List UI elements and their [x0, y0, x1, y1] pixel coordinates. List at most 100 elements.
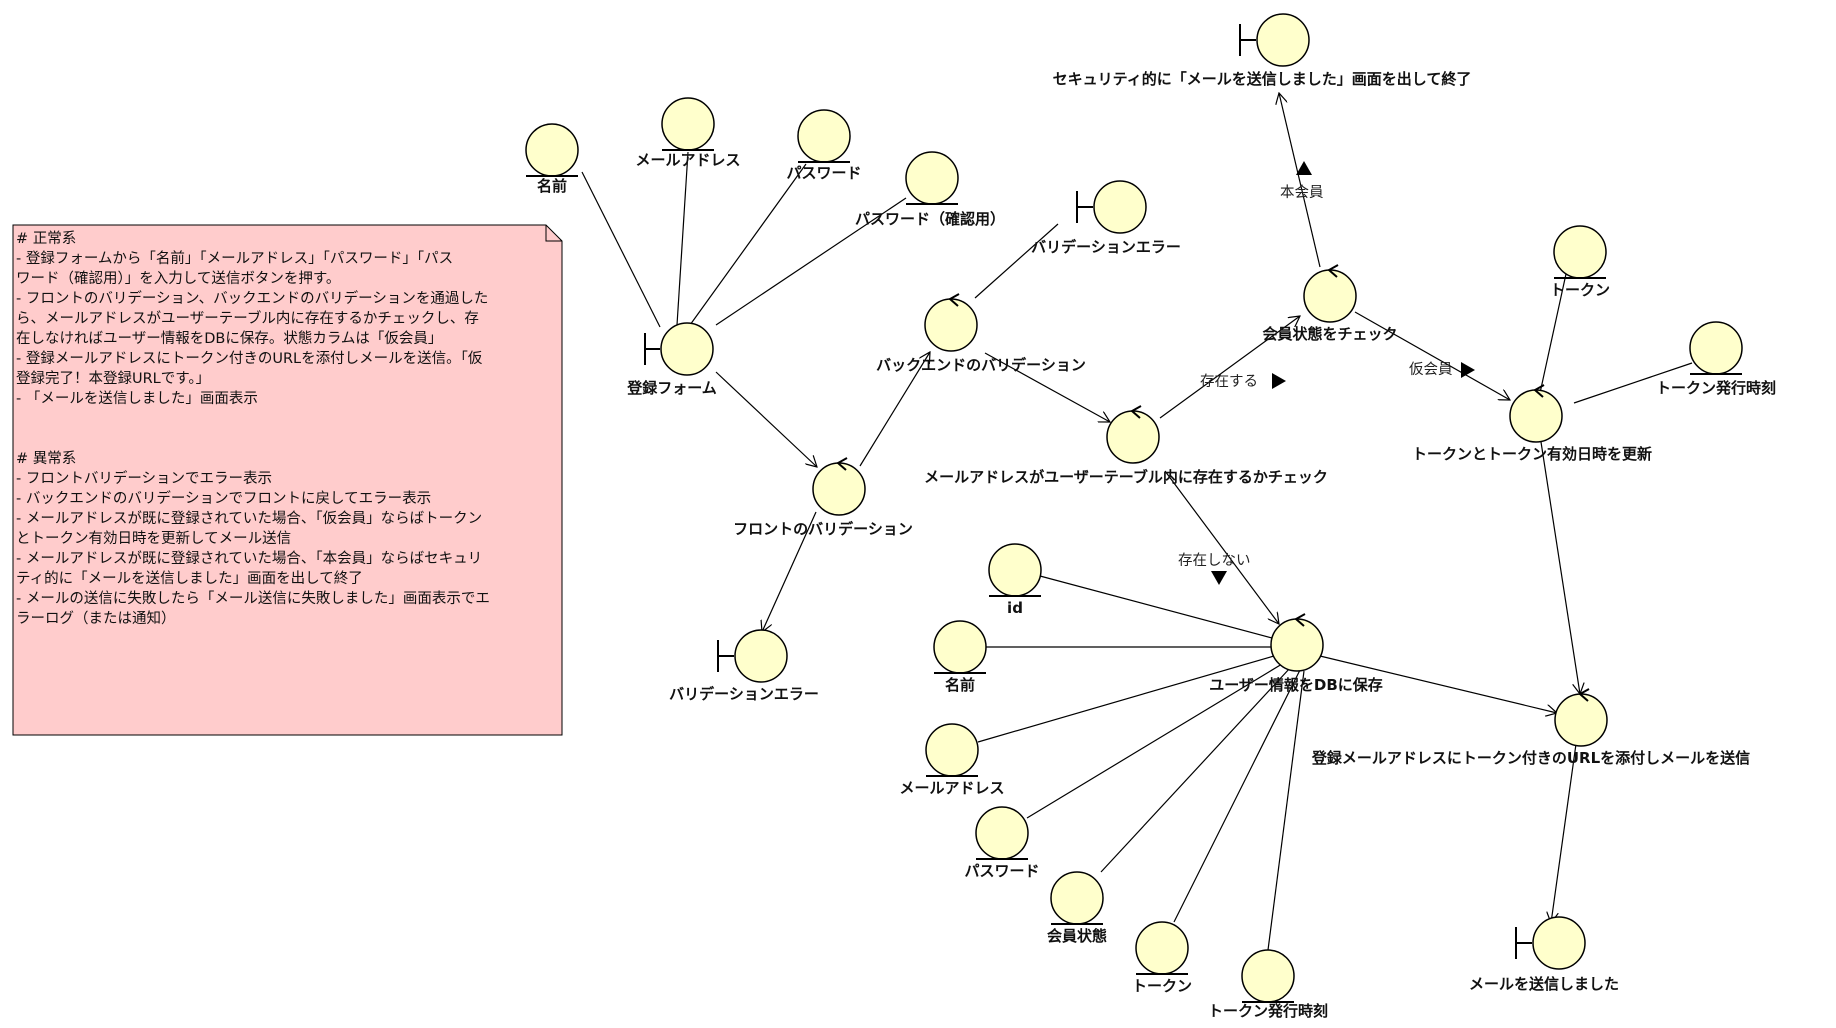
- boundary-icon: [660, 322, 714, 376]
- control-icon: [1509, 389, 1563, 443]
- control-arrowhead: [1130, 405, 1142, 419]
- entity-id[interactable]: id: [988, 543, 1042, 617]
- edge-mail-to-save: [977, 655, 1275, 743]
- node-label: トークンとトークン有効日時を更新: [1412, 445, 1652, 463]
- entity-token-time-top[interactable]: トークン発行時刻: [1656, 321, 1776, 397]
- control-nodes: フロントのバリデーション バックエンドのバリデーション メールアドレスがユーザー…: [733, 264, 1750, 767]
- boundary-icon: [1093, 180, 1147, 234]
- control-send-mail[interactable]: 登録メールアドレスにトークン付きのURLを添付しメールを送信: [1311, 688, 1750, 767]
- edge-backval-to-check: [984, 352, 1110, 422]
- note-box: [12, 224, 563, 736]
- entity-icon: [1553, 225, 1607, 279]
- entity-pass-confirm[interactable]: パスワード（確認用）: [855, 151, 1005, 228]
- node-label: 登録メールアドレスにトークン付きのURLを添付しメールを送信: [1311, 749, 1750, 767]
- control-check-status[interactable]: 会員状態をチェック: [1262, 264, 1398, 343]
- control-update-token[interactable]: トークンとトークン有効日時を更新: [1412, 384, 1652, 463]
- note-line: ラーログ（または通知）: [16, 610, 176, 627]
- node-label: ユーザー情報をDBに保存: [1209, 676, 1383, 694]
- node-label: バックエンドのバリデーション: [876, 356, 1086, 374]
- edge-id-to-save: [1039, 575, 1273, 639]
- edge-status-to-end: [1279, 93, 1321, 268]
- note-fold: [545, 225, 562, 242]
- control-icon: [924, 298, 978, 352]
- edge-labels: 存在する 存在しない 本会員 仮会員: [1178, 161, 1475, 585]
- node-label: セキュリティ的に「メールを送信しました」画面を出して終了: [1053, 70, 1472, 88]
- boundary-mail-sent[interactable]: メールを送信しました: [1469, 916, 1619, 993]
- control-icon: [1554, 693, 1608, 747]
- node-label: 会員状態: [1047, 927, 1107, 945]
- node-label: パスワード: [786, 164, 861, 182]
- entity-icon: [925, 723, 979, 777]
- note-line: - 登録フォームから「名前」「メールアドレス」「パスワード」「パス: [16, 250, 453, 267]
- boundary-nodes: 登録フォーム バリデーションエラー バリデーションエラー セキュリティ的に「メー…: [626, 13, 1619, 993]
- control-back-val[interactable]: バックエンドのバリデーション: [876, 293, 1086, 374]
- node-label: 会員状態をチェック: [1262, 325, 1397, 343]
- boundary-val-err-bottom[interactable]: バリデーションエラー: [669, 629, 819, 703]
- triangle-right-icon: [1272, 373, 1286, 389]
- node-label: メールアドレス: [899, 779, 1004, 797]
- entity-nodes: 名前 メールアドレス パスワード パスワード（確認用） トークン トークン発行時…: [525, 97, 1776, 1020]
- edge-status-attr-to-save: [1100, 667, 1291, 873]
- note-line: - 登録メールアドレスにトークン付きのURLを添付しメールを送信。「仮: [16, 350, 483, 367]
- note-line: - 「メールを送信しました」画面表示: [16, 390, 258, 407]
- control-front-val[interactable]: フロントのバリデーション: [733, 457, 913, 538]
- control-check-exists[interactable]: メールアドレスがユーザーテーブル内に存在するかチェック: [924, 405, 1328, 486]
- edge-name-to-form: [581, 171, 661, 328]
- control-arrowhead: [1294, 613, 1306, 627]
- control-arrowhead: [1578, 688, 1590, 702]
- boundary-reg-form[interactable]: 登録フォーム: [626, 322, 717, 397]
- entity-icon: [661, 97, 715, 151]
- boundary-val-err-top[interactable]: バリデーションエラー: [1031, 180, 1181, 256]
- node-label: メールアドレス: [635, 151, 740, 169]
- note-line: ら、メールアドレスがユーザーテーブル内に存在するかチェックし、存: [16, 309, 479, 327]
- entity-pass-bottom[interactable]: パスワード: [964, 806, 1040, 880]
- node-label: id: [1007, 599, 1023, 617]
- entity-icon: [797, 109, 851, 163]
- triangle-right-icon: [1461, 362, 1475, 378]
- edge-tokentime-to-save: [1267, 670, 1305, 951]
- control-icon: [1106, 410, 1160, 464]
- entity-token-time-bottom[interactable]: トークン発行時刻: [1208, 949, 1328, 1020]
- edge-tokentime-to-update: [1573, 362, 1693, 404]
- edge-frontval-to-backval: [859, 352, 930, 467]
- edge-status-to-update: [1354, 311, 1510, 400]
- edge-passconfirm-to-form: [715, 197, 907, 326]
- entity-icon: [933, 620, 987, 674]
- node-label: トークン: [1132, 977, 1192, 995]
- note-line: - フロントのバリデーション、バックエンドのバリデーションを通過した: [16, 289, 488, 307]
- edge-mail-to-form: [676, 151, 689, 326]
- entity-icon: [975, 806, 1029, 860]
- boundary-security-end[interactable]: セキュリティ的に「メールを送信しました」画面を出して終了: [1053, 13, 1472, 88]
- note-line: とトークン有効日時を更新してメール送信: [16, 530, 291, 547]
- entity-icon: [525, 123, 579, 177]
- note-line: ティ的に「メールを送信しました」画面を出して終了: [16, 570, 363, 587]
- note-line: 在しなければユーザー情報をDBに保存。状態カラムは「仮会員」: [16, 330, 442, 347]
- edge-check-to-save: [1164, 470, 1279, 624]
- control-save-user[interactable]: ユーザー情報をDBに保存: [1209, 613, 1383, 694]
- node-label: トークン: [1550, 281, 1610, 299]
- entity-mail-top[interactable]: メールアドレス: [635, 97, 741, 169]
- node-label: メールアドレスがユーザーテーブル内に存在するかチェック: [924, 468, 1328, 486]
- control-icon: [1270, 618, 1324, 672]
- edge-send-to-mailsent: [1551, 743, 1577, 923]
- edge-label-not-exists: 存在しない: [1178, 552, 1251, 569]
- entity-member-status[interactable]: 会員状態: [1047, 871, 1107, 945]
- note-line: - メールアドレスが既に登録されていた場合、「仮会員」ならばトークン: [16, 510, 482, 527]
- node-label: メールを送信しました: [1469, 975, 1619, 993]
- note-line: - メールアドレスが既に登録されていた場合、「本会員」ならばセキュリ: [16, 550, 482, 567]
- entity-token-bottom[interactable]: トークン: [1132, 921, 1192, 995]
- entity-icon: [905, 151, 959, 205]
- edge-token-to-save: [1173, 669, 1301, 923]
- entity-name-bottom[interactable]: 名前: [933, 620, 987, 694]
- edge-save-to-send: [1319, 655, 1557, 713]
- entity-pass-top[interactable]: パスワード: [786, 109, 862, 182]
- note-line: - バックエンドのバリデーションでフロントに戻してエラー表示: [16, 489, 431, 507]
- entity-mail-bottom[interactable]: メールアドレス: [899, 723, 1005, 797]
- entity-name-top[interactable]: 名前: [525, 123, 579, 195]
- edge-pass-to-save: [1026, 663, 1283, 819]
- control-icon: [812, 462, 866, 516]
- entity-token-top[interactable]: トークン: [1550, 225, 1610, 299]
- edge-label-provisional-member: 仮会員: [1409, 361, 1453, 378]
- note-line: 登録完了！本登録URLです。」: [16, 370, 210, 387]
